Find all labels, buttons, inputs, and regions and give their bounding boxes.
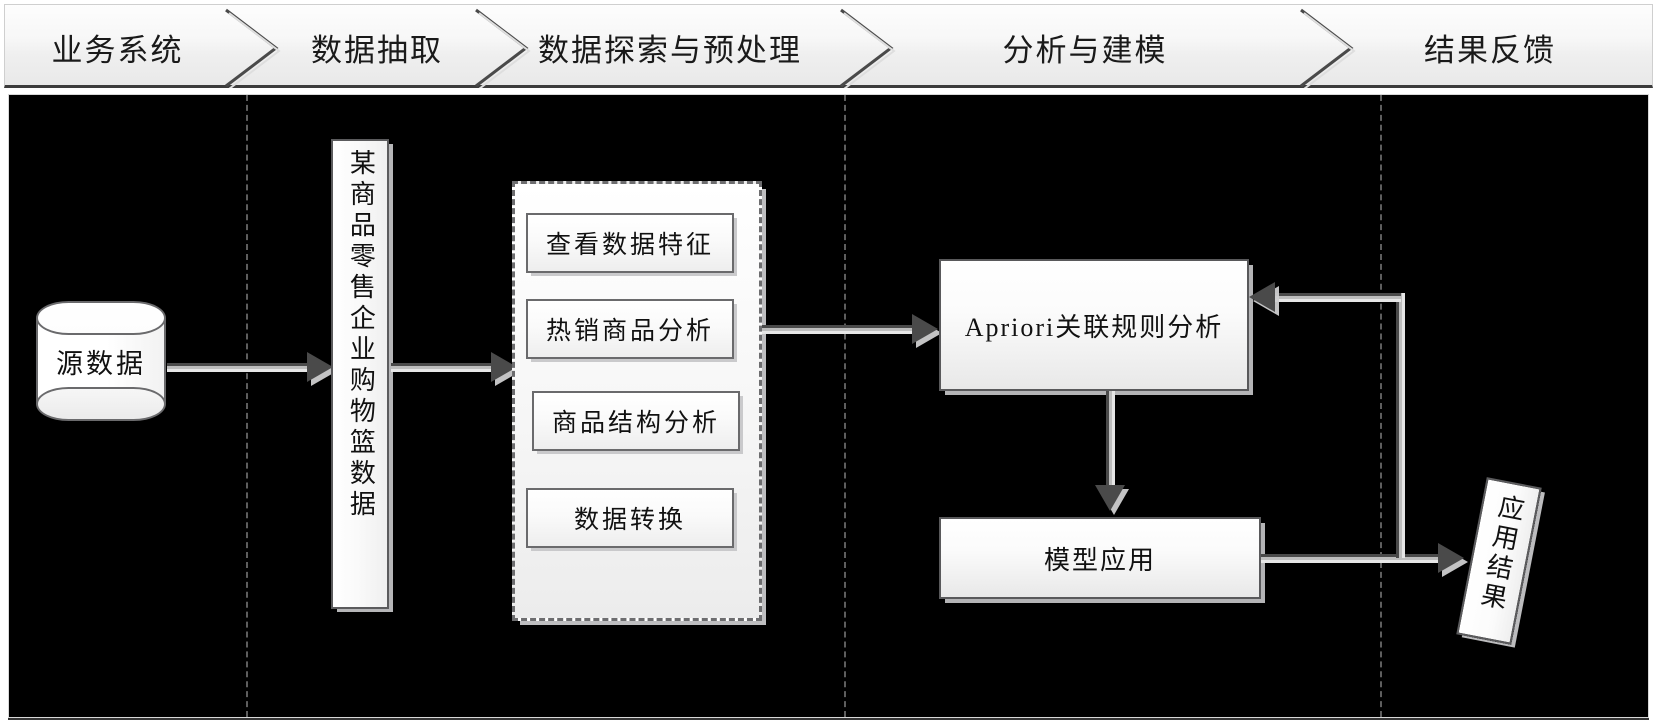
- stage-label-result-feedback: 结果反馈: [1424, 32, 1556, 68]
- stage-label-business-system: 业务系统: [51, 32, 184, 68]
- connector-group-to-apriori: [762, 325, 922, 334]
- arrowhead-model-to-result: [1438, 543, 1464, 573]
- connector-feedback-vertical: [1396, 293, 1405, 558]
- stage-label-analysis-modeling: 分析与建模: [1002, 32, 1168, 68]
- swimlane-divider-2: [844, 95, 846, 717]
- arrowhead-group-to-apriori: [912, 314, 938, 344]
- connector-apriori-to-model: [1106, 391, 1115, 491]
- connector-vertical-to-group: [391, 363, 501, 372]
- retail-basket-data-label: 某商品零售企业购物篮数据: [346, 149, 376, 521]
- cylinder-bottom: [36, 387, 166, 421]
- connector-feedback-horizontal: [1271, 293, 1401, 302]
- step-box-data-transform[interactable]: 数据转换: [526, 488, 734, 548]
- step-label-product-structure-analysis: 商品结构分析: [551, 410, 720, 437]
- process-stage-band: 业务系统 数据抽取 数据探索与预处理 分析与建模 结果反馈: [4, 4, 1653, 88]
- apriori-analysis-label: Apriori关联规则分析: [964, 312, 1224, 342]
- source-data-label: 源数据: [56, 348, 146, 379]
- model-application-box[interactable]: 模型应用: [939, 517, 1261, 599]
- arrowhead-source-to-vertical: [307, 352, 333, 382]
- step-label-view-data-features: 查看数据特征: [545, 232, 714, 259]
- connector-model-to-result: [1261, 554, 1451, 563]
- stage-label-data-exploration: 数据探索与预处理: [538, 32, 802, 68]
- diagram-canvas: 源数据 某商品零售企业购物篮数据 查看数据特征 热销商品分析 商品结构分析 数据…: [8, 94, 1649, 718]
- stage-label-data-extraction: 数据抽取: [311, 32, 443, 68]
- swimlane-divider-3: [1380, 95, 1382, 717]
- retail-basket-data-box[interactable]: 某商品零售企业购物篮数据: [331, 139, 389, 609]
- cylinder-top: [36, 301, 166, 335]
- application-result-label: 应用结果: [1474, 491, 1527, 615]
- apriori-analysis-box[interactable]: Apriori关联规则分析: [939, 259, 1249, 391]
- chevron-separator-icon-1: [225, 8, 281, 88]
- swimlane-divider-1: [246, 95, 248, 717]
- step-box-product-structure-analysis[interactable]: 商品结构分析: [532, 391, 740, 451]
- application-result-box[interactable]: 应用结果: [1456, 477, 1542, 645]
- chevron-separator-icon-4: [1300, 8, 1356, 88]
- model-application-label: 模型应用: [1043, 545, 1156, 575]
- step-box-hot-product-analysis[interactable]: 热销商品分析: [526, 299, 734, 359]
- arrowhead-apriori-to-model: [1095, 485, 1125, 511]
- source-data-cylinder[interactable]: 源数据: [36, 301, 172, 429]
- step-box-view-data-features[interactable]: 查看数据特征: [526, 213, 734, 273]
- arrowhead-feedback-to-apriori: [1249, 282, 1275, 312]
- step-label-data-transform: 数据转换: [573, 507, 686, 534]
- step-label-hot-product-analysis: 热销商品分析: [545, 318, 714, 345]
- connector-source-to-vertical: [167, 363, 315, 372]
